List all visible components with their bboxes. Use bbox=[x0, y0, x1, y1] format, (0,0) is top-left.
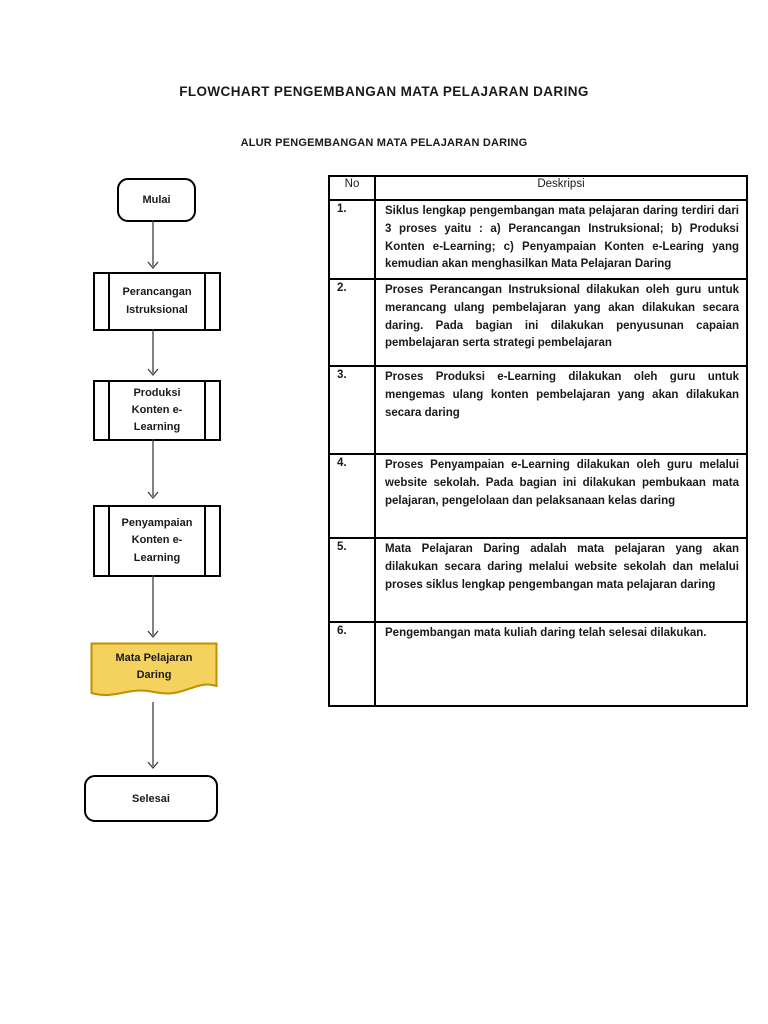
flow-node-label: Mulai bbox=[142, 194, 171, 206]
flow-node-mata-pelajaran-daring: Mata Pelajaran Daring bbox=[90, 642, 218, 702]
column-header-no: No bbox=[328, 175, 376, 201]
row-number: 2. bbox=[328, 278, 376, 367]
row-number: 6. bbox=[328, 621, 376, 707]
row-number: 5. bbox=[328, 537, 376, 623]
row-description: Siklus lengkap pengembangan mata pelajar… bbox=[374, 199, 748, 280]
flow-node-penyampaian-konten: Penyampaian Konten e-Learning bbox=[93, 505, 221, 577]
table-header-row: No Deskripsi bbox=[328, 175, 748, 201]
flow-node-mulai: Mulai bbox=[117, 178, 196, 222]
table-row: 1. Siklus lengkap pengembangan mata pela… bbox=[328, 199, 748, 280]
flow-arrow-down-icon bbox=[147, 702, 159, 770]
table-row: 4. Proses Penyampaian e-Learning dilakuk… bbox=[328, 453, 748, 539]
table-row: 2. Proses Perancangan Instruksional dila… bbox=[328, 278, 748, 367]
table-row: 3. Proses Produksi e-Learning dilakukan … bbox=[328, 365, 748, 455]
row-number: 4. bbox=[328, 453, 376, 539]
row-description: Proses Perancangan Instruksional dilakuk… bbox=[374, 278, 748, 367]
column-header-deskripsi: Deskripsi bbox=[374, 175, 748, 201]
row-description: Pengembangan mata kuliah daring telah se… bbox=[374, 621, 748, 707]
flow-node-label: Mata Pelajaran Daring bbox=[115, 652, 193, 682]
flow-arrow-down-icon bbox=[147, 439, 159, 500]
description-table: No Deskripsi 1. Siklus lengkap pengemban… bbox=[328, 175, 748, 707]
flow-node-perancangan-istruksional: Perancangan Istruksional bbox=[93, 272, 221, 331]
row-description: Proses Produksi e-Learning dilakukan ole… bbox=[374, 365, 748, 455]
flow-node-label: Produksi Konten e-Learning bbox=[131, 386, 183, 434]
row-number: 3. bbox=[328, 365, 376, 455]
flow-node-selesai: Selesai bbox=[84, 775, 218, 822]
flow-arrow-down-icon bbox=[147, 329, 159, 377]
document-shape-icon bbox=[90, 642, 218, 697]
flow-node-produksi-konten: Produksi Konten e-Learning bbox=[93, 380, 221, 441]
flow-arrow-down-icon bbox=[147, 575, 159, 639]
row-description: Proses Penyampaian e-Learning dilakukan … bbox=[374, 453, 748, 539]
row-number: 1. bbox=[328, 199, 376, 280]
row-description: Mata Pelajaran Daring adalah mata pelaja… bbox=[374, 537, 748, 623]
page-subtitle: ALUR PENGEMBANGAN MATA PELAJARAN DARING bbox=[240, 137, 528, 149]
flow-arrow-down-icon bbox=[147, 220, 159, 270]
flow-node-label: Perancangan Istruksional bbox=[122, 286, 192, 316]
flow-node-label: Selesai bbox=[132, 792, 170, 805]
flow-node-label: Penyampaian Konten e-Learning bbox=[121, 517, 193, 564]
table-row: 5. Mata Pelajaran Daring adalah mata pel… bbox=[328, 537, 748, 623]
table-row: 6. Pengembangan mata kuliah daring telah… bbox=[328, 621, 748, 707]
page-title: FLOWCHART PENGEMBANGAN MATA PELAJARAN DA… bbox=[179, 84, 589, 99]
